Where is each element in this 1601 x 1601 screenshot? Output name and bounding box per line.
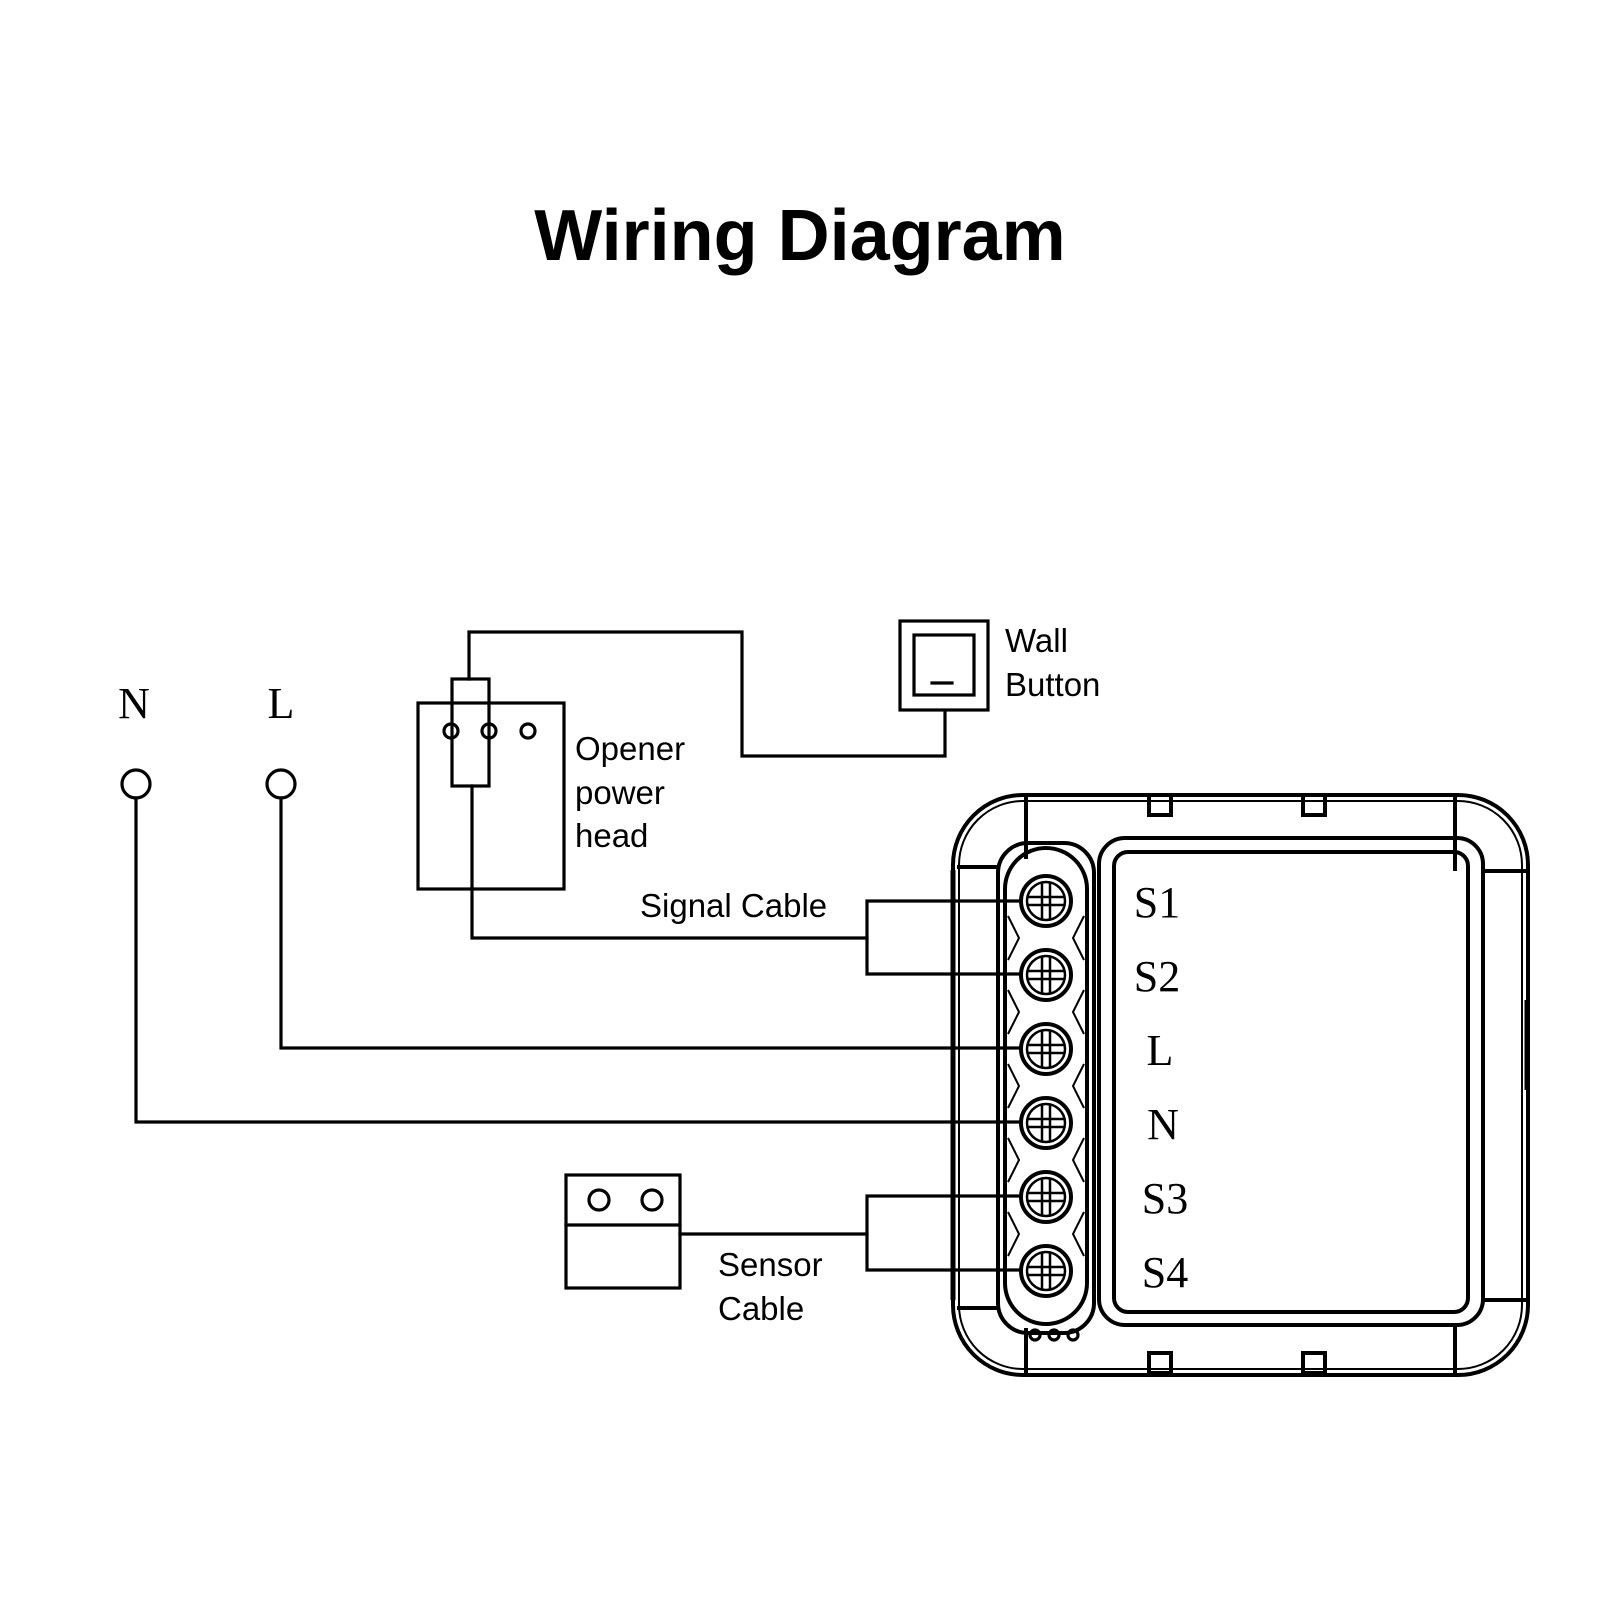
terminal-s2: S2 xyxy=(1007,948,1180,1035)
screw-icon xyxy=(1019,948,1073,1002)
terminal-label-s2: S2 xyxy=(1134,952,1180,1001)
module-tab-top-2 xyxy=(1301,793,1327,817)
screw-icon xyxy=(1019,1022,1073,1076)
module-tab-bottom-2 xyxy=(1301,1351,1327,1375)
terminal-label-s3: S3 xyxy=(1142,1174,1188,1223)
screw-icon xyxy=(1019,1244,1073,1298)
terminal-l: L xyxy=(1007,1022,1174,1109)
signal-cable: Signal Cable xyxy=(470,784,1036,976)
module-tab-bottom-1 xyxy=(1147,1351,1173,1375)
tab-icon xyxy=(1147,1351,1173,1375)
opener-terminal-3-icon xyxy=(519,722,537,740)
signal-cable-wire xyxy=(470,784,869,940)
neutral-terminal-icon xyxy=(120,768,152,800)
wall-button-outer-icon xyxy=(898,619,990,712)
opener-box xyxy=(416,701,566,891)
opener-label-line-1: Opener xyxy=(575,730,685,767)
terminal-notch xyxy=(1071,1137,1085,1183)
sensor-terminal-2-icon xyxy=(640,1188,664,1212)
terminal-notch xyxy=(1007,1137,1021,1183)
screw-icon xyxy=(1019,1170,1073,1224)
terminal-label-s4: S4 xyxy=(1142,1248,1188,1297)
terminal-notch xyxy=(1007,1211,1021,1257)
opener-terminal-2-icon xyxy=(480,722,498,740)
live-terminal-icon xyxy=(265,768,297,800)
live-wire xyxy=(279,796,1036,1050)
terminal-n: N xyxy=(1007,1096,1179,1183)
wall-button-label-line-2: Button xyxy=(1005,666,1100,703)
label-panel-inner xyxy=(1112,850,1470,1314)
terminal-block-outer xyxy=(996,841,1096,1335)
module-tab-top-1 xyxy=(1147,793,1173,817)
terminal-notch xyxy=(1071,1063,1085,1109)
terminal-notch xyxy=(1007,989,1021,1035)
terminal-notch xyxy=(1071,1211,1085,1257)
terminal-label-s1: S1 xyxy=(1134,878,1180,927)
diagram-title: Wiring Diagram xyxy=(534,196,1065,276)
tab-icon xyxy=(1301,793,1327,817)
terminal-notch xyxy=(1071,989,1085,1035)
status-led-1-icon xyxy=(1028,1328,1042,1342)
sensor xyxy=(564,1173,682,1290)
status-led-2-icon xyxy=(1047,1328,1061,1342)
sensor-cable-label-line-1: Sensor xyxy=(718,1246,823,1283)
screw-icon xyxy=(1019,874,1073,928)
opener-label-line-3: head xyxy=(575,817,648,854)
supply-live: L xyxy=(265,679,297,800)
terminal-notch xyxy=(1007,915,1021,961)
opener-label-line-2: power xyxy=(575,774,665,811)
terminal-s1: S1 xyxy=(1007,874,1180,961)
label-panel-outer xyxy=(1097,836,1485,1327)
neutral-wire xyxy=(134,796,1036,1124)
tab-icon xyxy=(1147,793,1173,817)
wall-button-label-line-1: Wall xyxy=(1005,622,1068,659)
terminal-block-inner xyxy=(1003,846,1089,1326)
terminal-notch xyxy=(1071,915,1085,961)
opener-terminal-1-icon xyxy=(442,722,460,740)
sensor-terminal-1-icon xyxy=(587,1188,611,1212)
live-label: L xyxy=(268,679,295,728)
module-housing-inner xyxy=(958,800,1523,1370)
wall-button-wire xyxy=(467,630,947,758)
terminal-label-n: N xyxy=(1147,1100,1179,1149)
terminal-label-l: L xyxy=(1147,1026,1174,1075)
opener-power-head: Opener power head xyxy=(416,677,685,891)
wall-button: Wall Button xyxy=(898,619,1100,712)
supply-neutral: N xyxy=(118,679,152,800)
tab-icon xyxy=(1301,1351,1327,1375)
screw-icon xyxy=(1019,1096,1073,1150)
terminal-s3: S3 xyxy=(1007,1170,1188,1257)
sensor-cable-label-line-2: Cable xyxy=(718,1290,804,1327)
sensor-box xyxy=(564,1173,682,1290)
terminal-notch xyxy=(1007,1063,1021,1109)
wall-button-inner-icon xyxy=(912,633,976,697)
terminal-s4: S4 xyxy=(1019,1244,1188,1298)
status-led-3-icon xyxy=(1066,1328,1080,1342)
neutral-label: N xyxy=(118,679,150,728)
signal-cable-label: Signal Cable xyxy=(640,887,827,924)
